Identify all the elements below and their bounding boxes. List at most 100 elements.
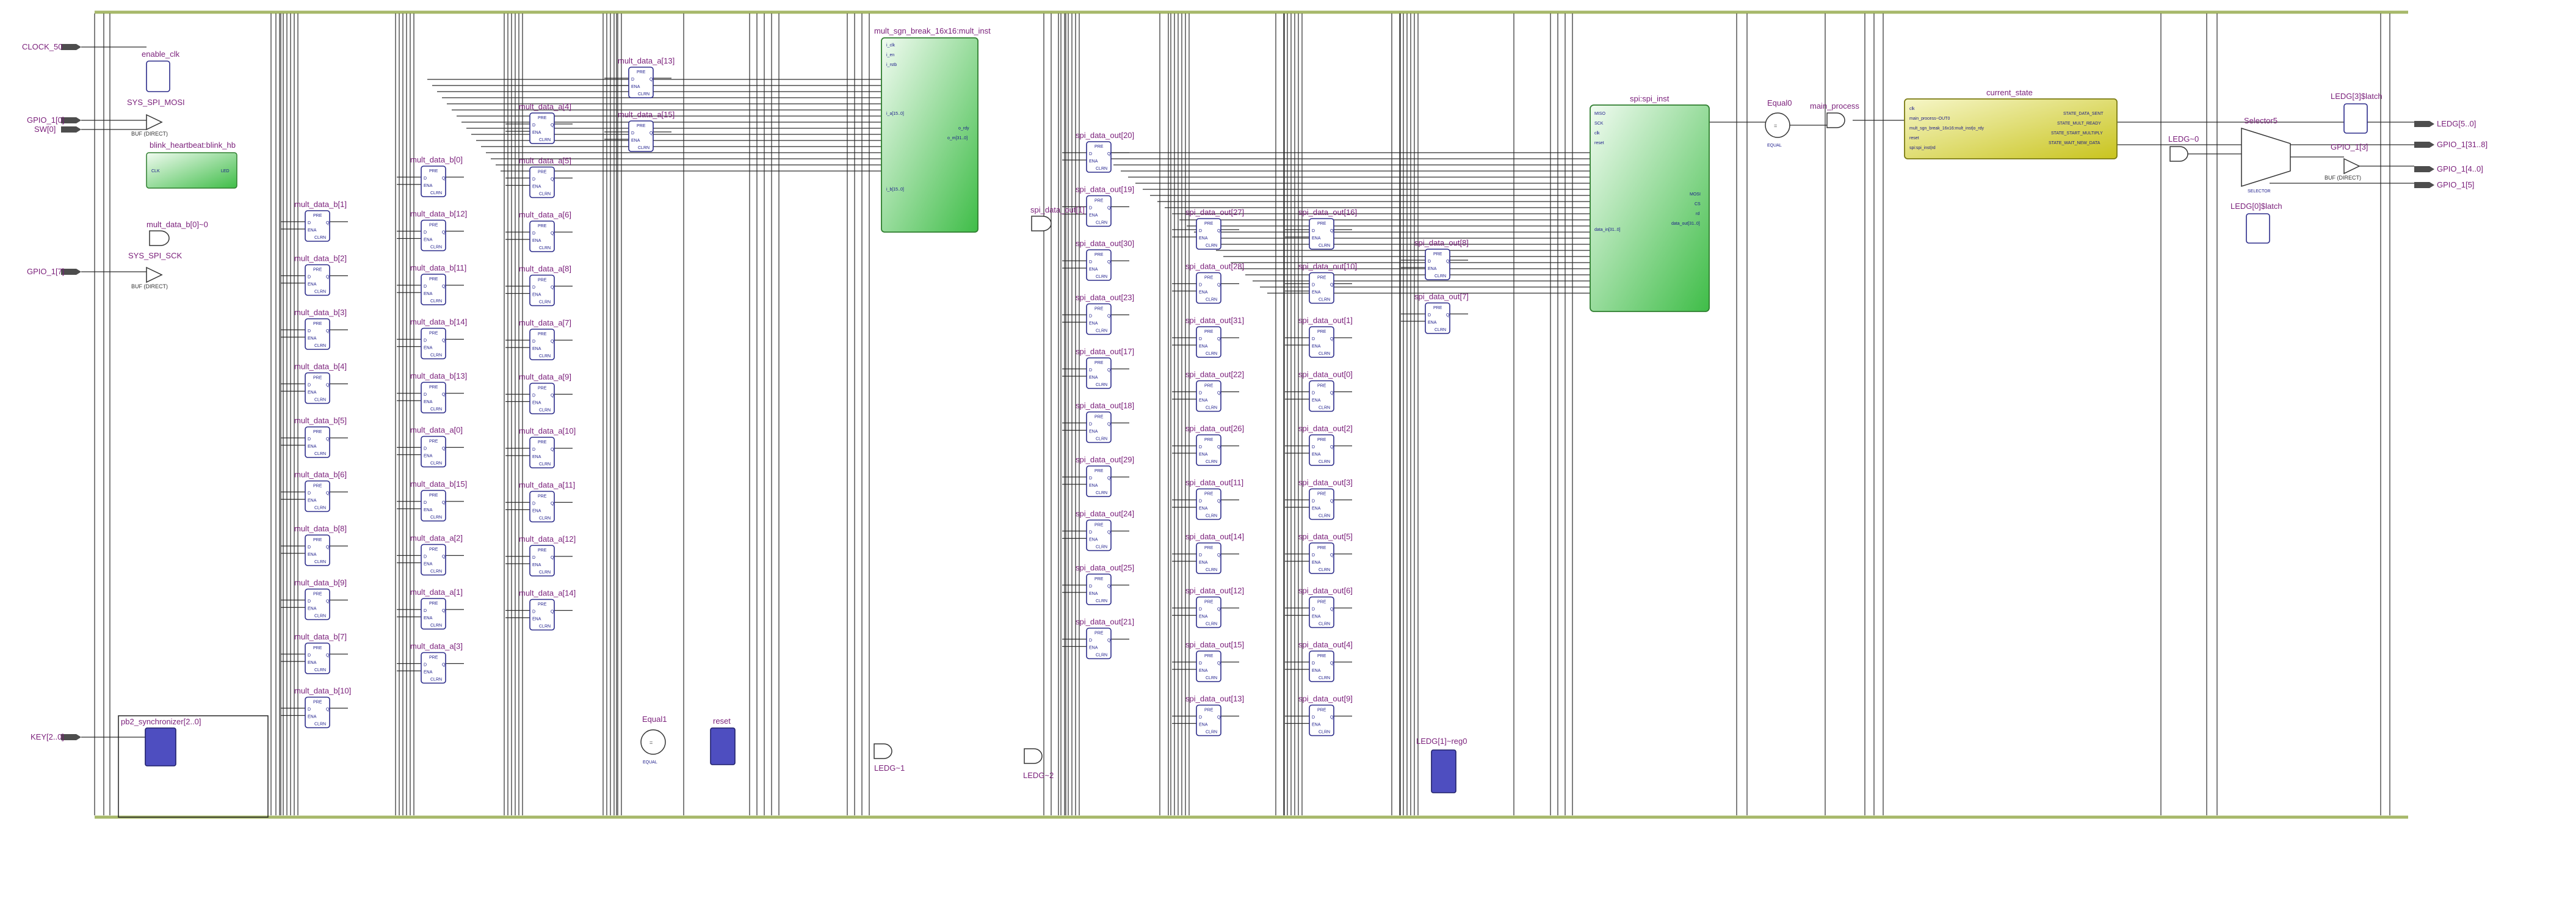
blink-heartbeat-module[interactable]: blink_heartbeat:blink_hb CLK LED — [146, 140, 237, 189]
sck-buffer[interactable]: SYS_SPI_SCK BUF (DIRECT) — [128, 251, 182, 289]
ledg2-gate[interactable]: LEDG~2 — [1023, 748, 1054, 780]
input-port-key[interactable]: KEY[2..0] — [31, 732, 81, 741]
equal0-comparator[interactable]: Equal0 = EQUAL — [1765, 98, 1792, 148]
ledg1-reg0[interactable]: LEDG[1]~reg0 — [1416, 737, 1467, 793]
main-process-gate[interactable]: main_process — [1810, 101, 1859, 128]
pin-d: D — [1199, 716, 1202, 720]
mult-sgn-break-module[interactable]: mult_sgn_break_16x16:mult_inst i_clk i_e… — [874, 26, 991, 233]
pin-d: D — [1089, 315, 1092, 319]
output-port-gpio1-5[interactable]: GPIO_1[5] — [2414, 180, 2474, 189]
spi-module[interactable]: spi:spi_inst MISO SCK clk reset data_in[… — [1590, 94, 1710, 312]
ledg1-gate[interactable]: LEDG~1 — [874, 743, 905, 773]
pb2-synchronizer[interactable]: pb2_synchronizer[2..0] — [118, 715, 269, 818]
mosi-buffer[interactable]: SYS_SPI_MOSI BUF (DIRECT) — [127, 98, 185, 137]
input-port-gpio1-0[interactable]: GPIO_1[0] — [27, 115, 81, 125]
register-box — [305, 534, 330, 566]
equal1-comparator[interactable]: Equal1 = EQUAL — [640, 715, 667, 765]
reset-register[interactable]: reset — [710, 716, 736, 765]
svg-text:STATE_WAIT_NEW_DATA: STATE_WAIT_NEW_DATA — [2049, 141, 2100, 145]
input-port-sw0[interactable]: SW[0] — [34, 125, 81, 134]
input-port-clock[interactable]: CLOCK_50 — [22, 42, 81, 51]
ledg0-latch[interactable]: LEDG[0]$latch — [2230, 202, 2282, 244]
output-port-gpio1-4-0[interactable]: GPIO_1[4..0] — [2414, 164, 2483, 173]
output-port-gpio1-31-8[interactable]: GPIO_1[31..8] — [2414, 140, 2487, 149]
gpio1-3-buffer[interactable]: GPIO_1[3] BUF (DIRECT) — [2325, 142, 2368, 181]
enable-clk-register[interactable]: enable_clk — [142, 49, 180, 92]
output-port-ledg[interactable]: LEDG[5..0] — [2414, 119, 2476, 128]
spi-data-out1-mux[interactable]: spi_data_out[1] — [1030, 205, 1085, 231]
selector5-mux[interactable]: Selector5 SELECTOR — [2241, 116, 2291, 194]
register-box — [421, 166, 446, 197]
ledg3-latch[interactable]: LEDG[3]$latch — [2331, 92, 2382, 134]
mux-mult-data-b0[interactable]: mult_data_b[0]~0 — [147, 220, 208, 246]
input-port-gpio1-7[interactable]: GPIO_1[7] — [27, 267, 81, 276]
current-state-fsm[interactable]: current_state clk main_process~OUT0 mult… — [1904, 88, 2118, 159]
ledg0-gate[interactable]: LEDG~0 — [2168, 134, 2199, 162]
